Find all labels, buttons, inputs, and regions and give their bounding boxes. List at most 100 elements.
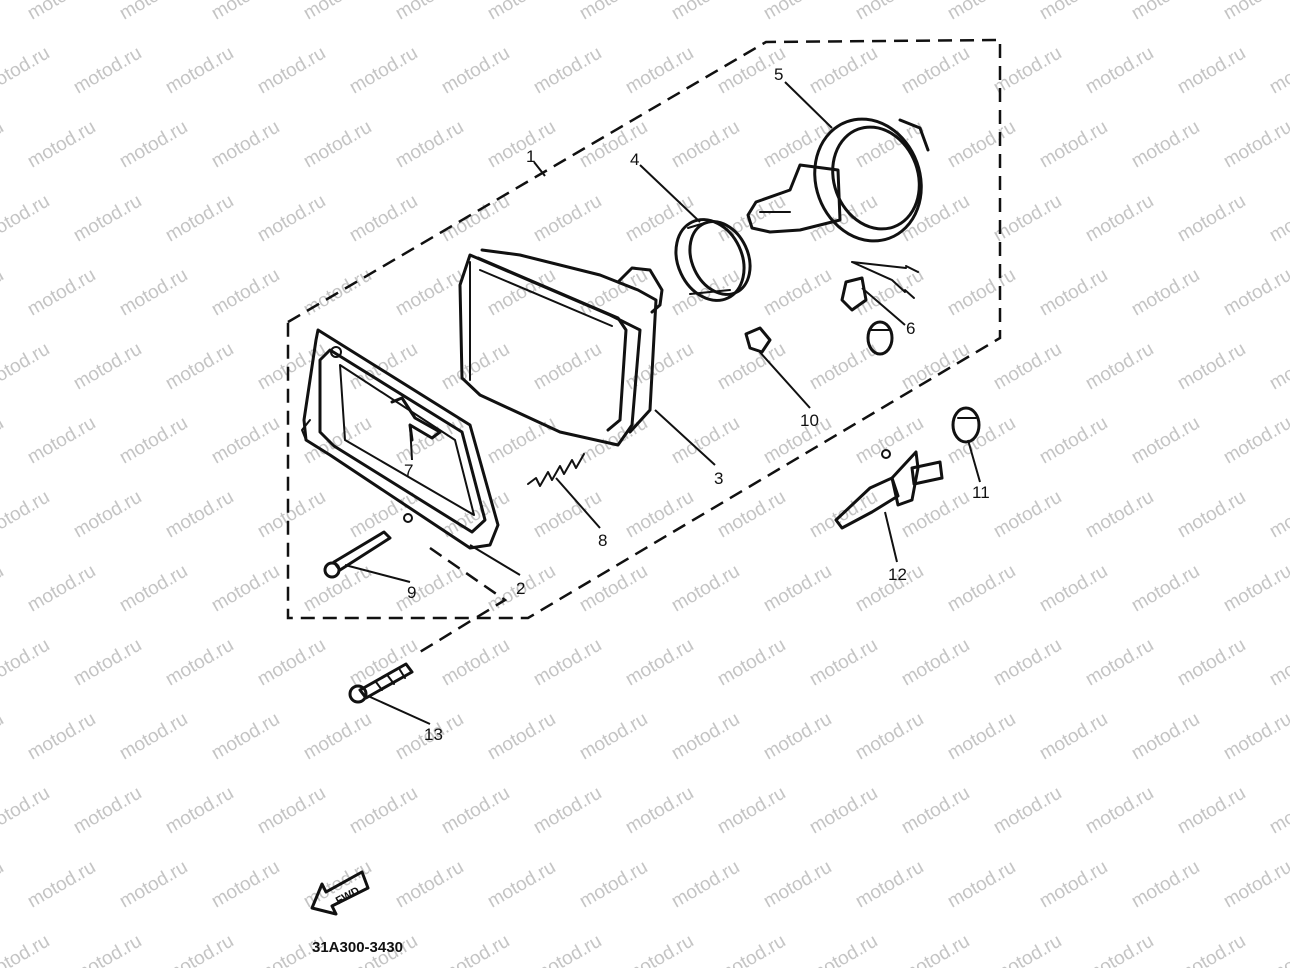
callout-3: 3 xyxy=(714,469,723,488)
watermark-text: motod.ru xyxy=(346,635,421,691)
leader-7 xyxy=(409,424,413,461)
assembly-boundary xyxy=(286,38,1002,620)
watermark-text: motod.ru xyxy=(24,561,99,617)
watermark-text: motod.ru xyxy=(116,0,191,24)
watermark-text: motod.ru xyxy=(622,931,697,968)
watermark-text: motod.ru xyxy=(1220,857,1290,913)
watermark-text: motod.ru xyxy=(0,487,53,543)
watermark-text: motod.ru xyxy=(70,339,145,395)
watermark-text: motod.ru xyxy=(438,339,513,395)
watermark-text: motod.ru xyxy=(898,43,973,99)
watermark-text: motod.ru xyxy=(70,487,145,543)
pilot-socket xyxy=(840,261,919,356)
watermark-text: motod.ru xyxy=(944,561,1019,617)
watermark-text: motod.ru xyxy=(208,0,283,24)
watermark-text: motod.ru xyxy=(1082,43,1157,99)
watermark-text: motod.ru xyxy=(622,635,697,691)
bulb-11 xyxy=(951,406,981,444)
callout-7: 7 xyxy=(404,461,413,480)
watermark-text: motod.ru xyxy=(760,857,835,913)
watermark-text: motod.ru xyxy=(1036,265,1111,321)
watermark-text: motod.ru xyxy=(852,709,927,765)
clip-10 xyxy=(744,326,772,354)
watermark-text: motod.ru xyxy=(208,117,283,173)
watermark-text: motod.ru xyxy=(70,931,145,968)
callout-2: 2 xyxy=(516,579,525,598)
leader-3 xyxy=(654,409,716,466)
leader-2 xyxy=(469,544,521,576)
watermark-text: motod.ru xyxy=(1128,857,1203,913)
watermark-text: motod.ru xyxy=(1266,783,1290,839)
watermark-text: motod.ru xyxy=(714,783,789,839)
watermark-text: motod.ru xyxy=(0,931,53,968)
watermark-text: motod.ru xyxy=(0,561,7,617)
watermark-text: motod.ru xyxy=(760,265,835,321)
watermark-text: motod.ru xyxy=(438,43,513,99)
watermark-text: motod.ru xyxy=(24,709,99,765)
watermark-text: motod.ru xyxy=(116,857,191,913)
watermark-text: motod.ru xyxy=(1036,0,1111,24)
watermark-text: motod.ru xyxy=(806,191,881,247)
watermark-text: motod.ru xyxy=(392,0,467,24)
watermark-text: motod.ru xyxy=(1174,43,1249,99)
leader-10 xyxy=(757,349,811,409)
watermark-text: motod.ru xyxy=(1082,191,1157,247)
watermark-text: motod.ru xyxy=(438,931,513,968)
leader-12 xyxy=(884,511,898,563)
watermark-text: motod.ru xyxy=(116,709,191,765)
watermark-text: motod.ru xyxy=(484,117,559,173)
leader-1 xyxy=(533,161,546,177)
watermark-text: motod.ru xyxy=(484,265,559,321)
watermark-text: motod.ru xyxy=(300,0,375,24)
watermark-text: motod.ru xyxy=(1174,487,1249,543)
watermark-text: motod.ru xyxy=(530,635,605,691)
bolt-13-dashed-guide xyxy=(414,546,508,657)
watermark-text: motod.ru xyxy=(760,561,835,617)
watermark-text: motod.ru xyxy=(392,117,467,173)
watermark-text: motod.ru xyxy=(0,857,7,913)
watermark-text: motod.ru xyxy=(760,709,835,765)
watermark-text: motod.ru xyxy=(990,43,1065,99)
watermark-text: motod.ru xyxy=(0,117,7,173)
watermark-text: motod.ru xyxy=(1128,0,1203,24)
watermark-text: motod.ru xyxy=(1266,43,1290,99)
watermark-text: motod.ru xyxy=(70,43,145,99)
watermark-text: motod.ru xyxy=(0,783,53,839)
watermark-text: motod.ru xyxy=(1266,487,1290,543)
watermark-text: motod.ru xyxy=(0,413,7,469)
watermark-text: motod.ru xyxy=(346,783,421,839)
callout-4: 4 xyxy=(630,150,639,169)
watermark-text: motod.ru xyxy=(990,931,1065,968)
watermark-text: motod.ru xyxy=(484,413,559,469)
watermark-text: motod.ru xyxy=(116,413,191,469)
watermark-text: motod.ru xyxy=(1036,709,1111,765)
watermark-text: motod.ru xyxy=(208,857,283,913)
watermark-text: motod.ru xyxy=(990,191,1065,247)
leader-6 xyxy=(861,287,906,326)
watermark-text: motod.ru xyxy=(0,191,53,247)
watermark-text: motod.ru xyxy=(0,339,53,395)
watermark-text: motod.ru xyxy=(1082,931,1157,968)
watermark-text: motod.ru xyxy=(668,561,743,617)
watermark-text: motod.ru xyxy=(300,117,375,173)
watermark-text: motod.ru xyxy=(1082,339,1157,395)
watermark-text: motod.ru xyxy=(714,635,789,691)
watermark-text: motod.ru xyxy=(116,265,191,321)
leader-5 xyxy=(784,81,833,129)
watermark-text: motod.ru xyxy=(1266,191,1290,247)
watermark-text: motod.ru xyxy=(1174,931,1249,968)
watermark-text: motod.ru xyxy=(438,783,513,839)
watermark-text: motod.ru xyxy=(1220,0,1290,24)
watermark-text: motod.ru xyxy=(1128,413,1203,469)
watermark-text: motod.ru xyxy=(1220,117,1290,173)
watermark-text: motod.ru xyxy=(162,487,237,543)
watermark-text: motod.ru xyxy=(1174,635,1249,691)
watermark-text: motod.ru xyxy=(1036,413,1111,469)
halogen-bulb-12 xyxy=(834,449,944,530)
watermark-text: motod.ru xyxy=(898,931,973,968)
headlight-lens-unit xyxy=(458,248,664,447)
watermark-text: motod.ru xyxy=(0,635,53,691)
watermark-text: motod.ru xyxy=(530,191,605,247)
watermark-text: motod.ru xyxy=(1266,339,1290,395)
watermark-text: motod.ru xyxy=(70,191,145,247)
